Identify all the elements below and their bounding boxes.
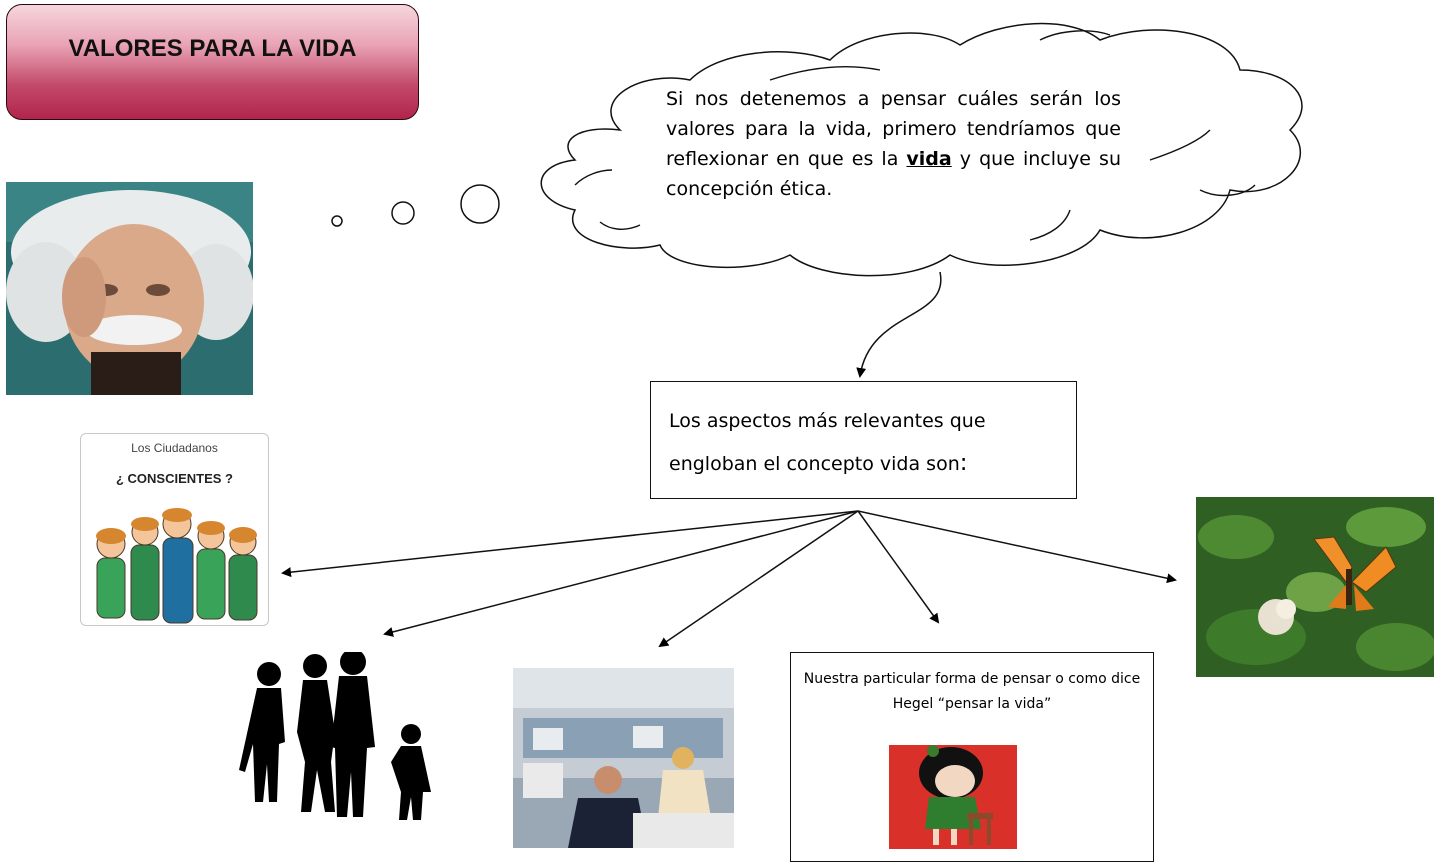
page-title: VALORES PARA LA VIDA <box>68 35 357 62</box>
citizens-card-subtitle: ¿ CONSCIENTES ? <box>115 471 233 486</box>
thought-keyword-vida: vida <box>906 148 952 170</box>
arrow-to-work <box>658 510 859 648</box>
citizens-card: Los Ciudadanos ¿ CONSCIENTES ? <box>80 433 269 626</box>
thought-text-part1: Si nos detenemos a pensar cuáles serán l… <box>666 88 1121 170</box>
thought-bubble-medium <box>391 201 415 225</box>
einstein-image <box>6 182 253 395</box>
thought-bubble-small <box>331 215 343 227</box>
arrow-to-citizens <box>281 510 859 578</box>
thought-cloud <box>540 22 1303 277</box>
arrow-to-thinking <box>857 510 940 624</box>
thought-bubble-large <box>460 184 500 224</box>
cloud-to-box-arrow <box>856 271 942 378</box>
office-photo <box>513 668 734 848</box>
citizens-illustration <box>96 508 258 624</box>
family-silhouette <box>239 652 431 820</box>
title-box: VALORES PARA LA VIDA <box>6 4 419 120</box>
aspects-colon: : <box>959 450 968 476</box>
aspects-box: Los aspectos más relevantes que engloban… <box>650 381 1077 499</box>
thought-text-part2: y que incluye su concepción ética. <box>666 148 1121 200</box>
aspect-arrows <box>281 510 1177 648</box>
aspects-text: Los aspectos más relevantes que engloban… <box>669 410 986 475</box>
citizens-card-title: Los Ciudadanos <box>131 441 218 455</box>
cloud-inner-arcs <box>574 30 1256 241</box>
butterfly-photo <box>1196 497 1434 677</box>
arrow-to-nature <box>857 510 1177 584</box>
thought-text: Si nos detenemos a pensar cuáles serán l… <box>666 84 1121 204</box>
thinking-box: Nuestra particular forma de pensar o com… <box>790 652 1154 862</box>
thinking-box-text: Nuestra particular forma de pensar o com… <box>803 671 1141 712</box>
mafalda-illustration <box>889 725 1017 849</box>
arrow-to-family <box>383 510 859 637</box>
